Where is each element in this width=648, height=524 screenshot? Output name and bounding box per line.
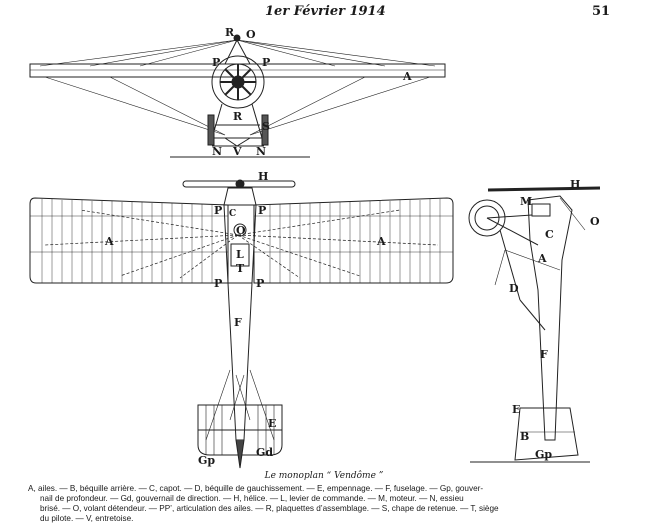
label-N-front-right: N xyxy=(256,145,266,158)
figure-legend: A, ailes. — B, béquille arrière. — C, ca… xyxy=(28,484,618,524)
legend-line: brisé. — O, volant détendeur. — PP’, art… xyxy=(40,504,499,513)
label-R-front: R xyxy=(225,26,235,39)
label-H-side: H xyxy=(570,178,580,191)
legend-line: A, ailes. — B, béquille arrière. — C, ca… xyxy=(28,484,484,493)
legend-line: nail de profondeur. — Gd, gouvernail de … xyxy=(40,494,464,503)
page-date: 1er Février 1914 xyxy=(265,4,386,19)
label-E-plan: E xyxy=(268,417,276,430)
front-view xyxy=(29,34,446,158)
label-P-plan-bottomleft: P xyxy=(214,277,222,290)
label-Gp-side: Gp xyxy=(535,448,552,461)
legend-line: du pilote. — V, entretoise. xyxy=(40,514,134,523)
plan-view xyxy=(29,179,454,469)
label-B-side: B xyxy=(520,430,529,443)
label-E-side: E xyxy=(512,403,520,416)
label-P-plan-topright: P xyxy=(258,204,266,217)
label-P-plan-topleft: P xyxy=(214,204,222,217)
label-A-side: A xyxy=(537,252,547,265)
label-P-plan-bottomright: P xyxy=(256,277,264,290)
label-C-side: C xyxy=(545,228,554,241)
label-C-plan: C xyxy=(229,209,236,219)
label-L-plan: L xyxy=(236,248,244,261)
label-O-side: O xyxy=(590,215,600,228)
label-O-plan: O xyxy=(236,224,246,237)
label-F-side: F xyxy=(540,348,548,361)
label-O-front: O xyxy=(246,28,256,41)
label-V-front: V xyxy=(232,145,242,158)
label-T-plan: T xyxy=(236,262,245,275)
label-F-plan: F xyxy=(234,316,242,329)
label-Gd-plan: Gd xyxy=(256,446,273,459)
label-N-front-left: N xyxy=(212,145,222,158)
label-M-side: M xyxy=(520,195,532,208)
page-number: 51 xyxy=(592,4,611,19)
label-S-front: S xyxy=(262,120,270,133)
label-H-plan: H xyxy=(258,170,268,183)
label-A-front: A xyxy=(402,70,412,83)
label-D-side: D xyxy=(509,282,519,295)
side-view xyxy=(468,186,601,463)
label-P-front-left: P xyxy=(212,56,220,69)
figure-caption: Le monoplan “ Vendôme ” xyxy=(264,471,384,481)
label-A-plan-left: A xyxy=(104,235,114,248)
figure-letter-labels: R O P P A R S N V N H P P C O A A L T P … xyxy=(104,26,600,467)
label-A-plan-right: A xyxy=(376,235,386,248)
label-R-gear: R xyxy=(233,110,243,123)
label-Gp-plan-left: Gp xyxy=(198,454,215,467)
label-P-front-right: P xyxy=(262,56,270,69)
